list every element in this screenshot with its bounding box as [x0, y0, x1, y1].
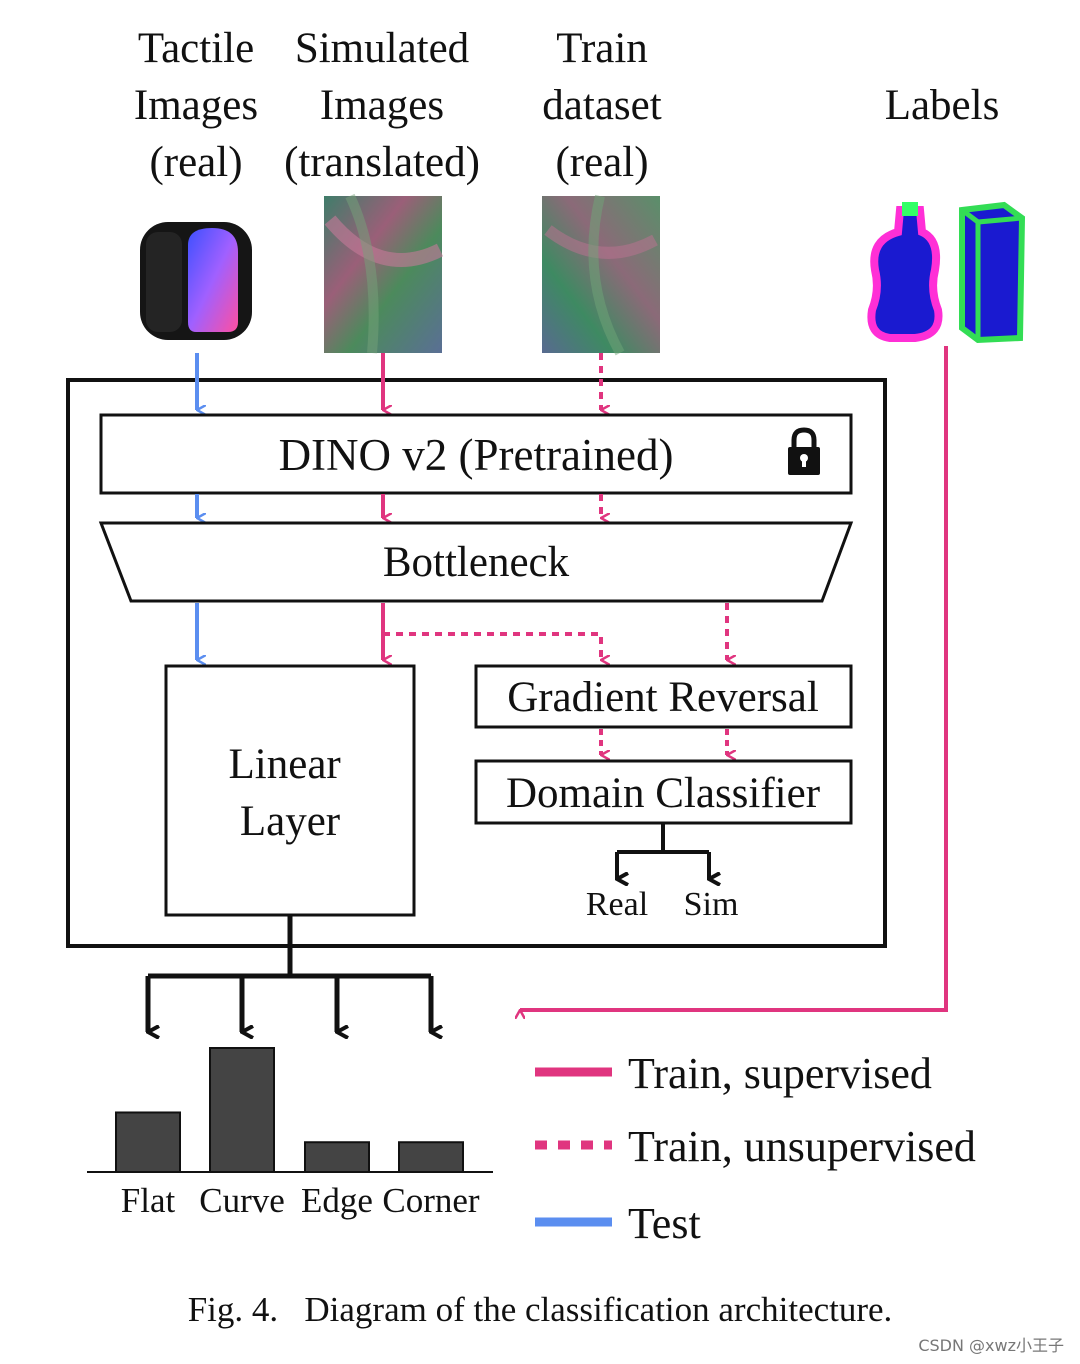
labels-column-label: Labels [884, 82, 1000, 129]
domain-classifier-label: Domain Classifier [506, 770, 820, 817]
bottleneck-block [98, 521, 854, 603]
linear-layer-block [164, 664, 416, 917]
histogram-bar-curve [209, 1047, 275, 1173]
sim-label: Sim [684, 886, 739, 923]
train-column-label: Train dataset (real) [542, 25, 662, 186]
simulated-image [324, 193, 444, 354]
figure-caption: Fig. 4. Diagram of the classification ar… [187, 1290, 893, 1329]
gradient-reversal-block [474, 664, 853, 729]
lock-icon [788, 427, 820, 475]
labels-image [867, 201, 1026, 344]
linear-line-1: Linear [229, 741, 341, 788]
histogram-label-curve: Curve [199, 1181, 285, 1220]
labels-supervised-arrow [520, 346, 948, 1010]
bottleneck-label: Bottleneck [383, 539, 570, 586]
model-frame [66, 378, 887, 948]
unsupervised-branch-arrow [383, 632, 601, 660]
linear-line-2: Layer [240, 798, 340, 845]
histogram-label-edge: Edge [301, 1181, 373, 1220]
domain-output-branch [617, 824, 709, 854]
tactile-sensor-image [140, 222, 252, 340]
histogram-bar-edge [304, 1141, 370, 1173]
histogram-bar-corner [398, 1141, 464, 1173]
linear-layer-label: Linear Layer [229, 741, 352, 845]
gradient-reversal-label: Gradient Reversal [507, 674, 819, 721]
output-tree [148, 916, 431, 979]
train-dataset-image [542, 194, 660, 356]
real-label: Real [586, 886, 648, 923]
dino-label: DINO v2 (Pretrained) [279, 430, 674, 480]
simulated-column-label: Simulated Images (translated) [284, 25, 480, 186]
histogram-bar-flat [115, 1111, 181, 1173]
histogram-label-flat: Flat [121, 1181, 176, 1220]
legend-label-2: Test [628, 1199, 701, 1248]
histogram-label-corner: Corner [382, 1181, 480, 1220]
watermark: CSDN @xwz小王子 [918, 1336, 1064, 1355]
legend-label-0: Train, supervised [628, 1049, 932, 1098]
dino-block [99, 413, 853, 495]
legend-label-1: Train, unsupervised [628, 1122, 976, 1171]
tactile-column-label: Tactile Images (real) [133, 25, 259, 186]
domain-classifier-block [474, 759, 853, 825]
